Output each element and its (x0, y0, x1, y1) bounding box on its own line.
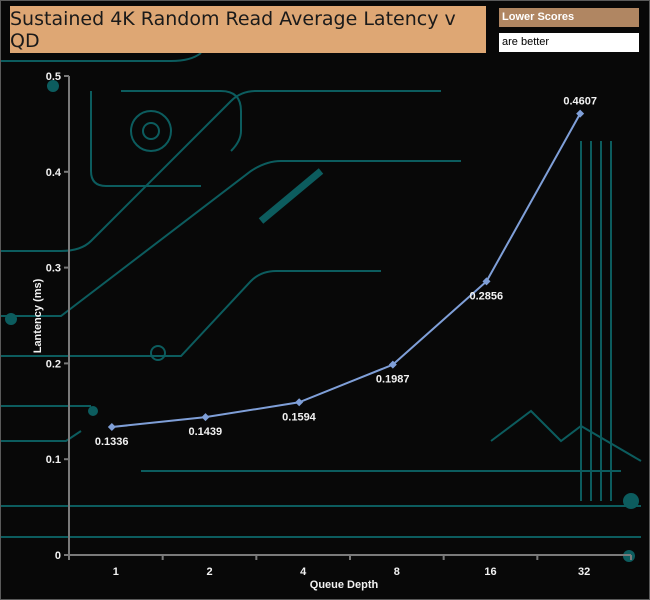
x-tick-label: 16 (484, 566, 496, 578)
data-label: 0.1987 (376, 374, 410, 386)
data-label: 0.4607 (563, 96, 597, 108)
x-tick-label: 4 (300, 566, 307, 578)
chart-title-text: Sustained 4K Random Read Average Latency… (10, 7, 456, 52)
data-label: 0.1439 (189, 426, 223, 438)
series-line (111, 113, 582, 429)
data-point (201, 413, 210, 422)
data-point (107, 423, 116, 432)
y-tick-label: 0.3 (46, 263, 61, 275)
y-axis-title: Lantency (ms) (32, 278, 44, 353)
y-tick-label: 0.4 (46, 167, 62, 179)
x-tick-label: 2 (206, 566, 212, 578)
series-latency: 0.1336 0.1439 0.1594 0.1987 0.2856 0.4607 (95, 96, 597, 448)
data-point (482, 277, 491, 286)
y-tick-label: 0.1 (46, 454, 61, 466)
data-label: 0.1336 (95, 436, 129, 448)
x-axis-title: Queue Depth (310, 579, 379, 591)
data-label: 0.1594 (282, 411, 317, 423)
chart-title: Sustained 4K Random Read Average Latency… (10, 6, 486, 53)
data-point (388, 360, 397, 369)
x-tick-label: 32 (578, 566, 590, 578)
y-tick-label: 0.2 (46, 358, 61, 370)
legend-are-better: are better (499, 33, 639, 52)
legend-lower-scores: Lower Scores (499, 8, 639, 27)
y-axis: 0 0.1 0.2 0.3 0.4 0.5 (46, 71, 70, 562)
x-tick-label: 8 (394, 566, 400, 578)
y-tick-label: 0 (55, 550, 61, 562)
data-point (576, 109, 585, 118)
data-label: 0.2856 (470, 290, 504, 302)
y-tick-label: 0.5 (46, 71, 61, 83)
x-tick-label: 1 (113, 566, 119, 578)
data-point (295, 398, 304, 407)
x-axis: 1 2 4 8 16 32 (68, 554, 632, 578)
